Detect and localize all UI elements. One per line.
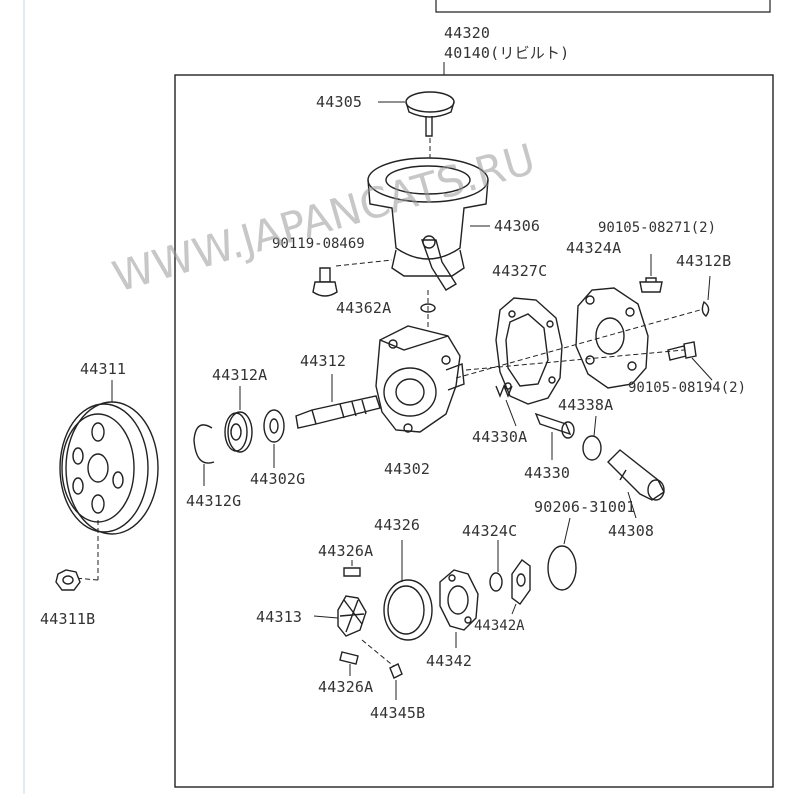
watermark: WWW.JAPANCATS.RU (107, 134, 540, 301)
label-pulley-nut: 44311B (40, 610, 95, 628)
label-oring-a: 44362A (336, 299, 391, 317)
label-flow-valve: 44330 (524, 464, 570, 482)
rotor-part (313, 595, 367, 637)
oring-b-part (582, 415, 602, 461)
pump-body-part (375, 325, 465, 433)
label-snap-ring: 44312G (186, 492, 241, 510)
vane-part (389, 663, 403, 700)
clip-b-part (701, 275, 711, 317)
cam-ring-part (383, 540, 433, 641)
label-oring-c: 44324C (462, 522, 517, 540)
label-bolt-c: 90105-08194(2) (628, 380, 746, 396)
label-spring: 44330A (472, 428, 527, 446)
label-union: 44308 (608, 522, 654, 540)
label-rear-housing: 44324A (566, 239, 621, 257)
union-part (607, 449, 665, 519)
bolt-d-part (511, 559, 531, 615)
side-plate-part (439, 569, 479, 648)
label-pump-body: 44302 (384, 460, 430, 478)
label-bolt-b: 90105-08271(2) (598, 220, 716, 236)
label-reservoir-cap: 44305 (316, 93, 362, 111)
oring-c-part (489, 540, 503, 592)
pulley-nut-part (55, 569, 81, 591)
label-rotor: 44313 (256, 608, 302, 626)
assembly-number: 44320 (444, 24, 490, 42)
oring-d-part (547, 517, 577, 591)
rear-housing-part (575, 287, 649, 389)
label-bolt-a: 90119-08469 (272, 236, 365, 252)
label-oring-d: 90206-31001 (534, 498, 636, 516)
seal-part (263, 409, 285, 468)
oring-a-part (420, 303, 436, 313)
bolt-a-part (312, 259, 393, 297)
bolt-c-part (667, 341, 713, 381)
rotor-axis (361, 639, 397, 669)
label-cam-ring: 44326 (374, 516, 420, 534)
label-pulley: 44311 (80, 360, 126, 378)
bolt-b-part (639, 254, 663, 293)
bearing-part (224, 386, 253, 453)
label-pin-a: 44326A (318, 542, 373, 560)
assembly-frame (174, 74, 774, 788)
label-vane: 44345B (370, 704, 425, 722)
flow-valve-part (534, 412, 575, 460)
label-clip-b: 44312B (676, 252, 731, 270)
pulley-part (59, 380, 159, 535)
label-bearing: 44312A (212, 366, 267, 384)
snap-ring-part (193, 424, 215, 486)
pin-a-part (343, 560, 361, 577)
reservoir-cap-part (378, 91, 455, 137)
label-shaft: 44312 (300, 352, 346, 370)
spring-part (495, 384, 517, 427)
label-seal: 44302G (250, 470, 305, 488)
reservoir-part (367, 157, 490, 291)
label-pin-b: 44326A (318, 678, 373, 696)
axis-lower (465, 349, 685, 371)
shaft-part (295, 374, 381, 429)
axis-main (455, 309, 701, 379)
pin-b-part (339, 651, 359, 676)
label-bolt-d: 44342A (474, 618, 525, 634)
upper-box-edge (435, 0, 771, 13)
label-oring-b: 44338A (558, 396, 613, 414)
rebuilt-number: 40140(リビルト) (444, 44, 569, 62)
label-gasket: 44327C (492, 262, 547, 280)
label-side-plate: 44342 (426, 652, 472, 670)
label-reservoir: 44306 (494, 217, 540, 235)
